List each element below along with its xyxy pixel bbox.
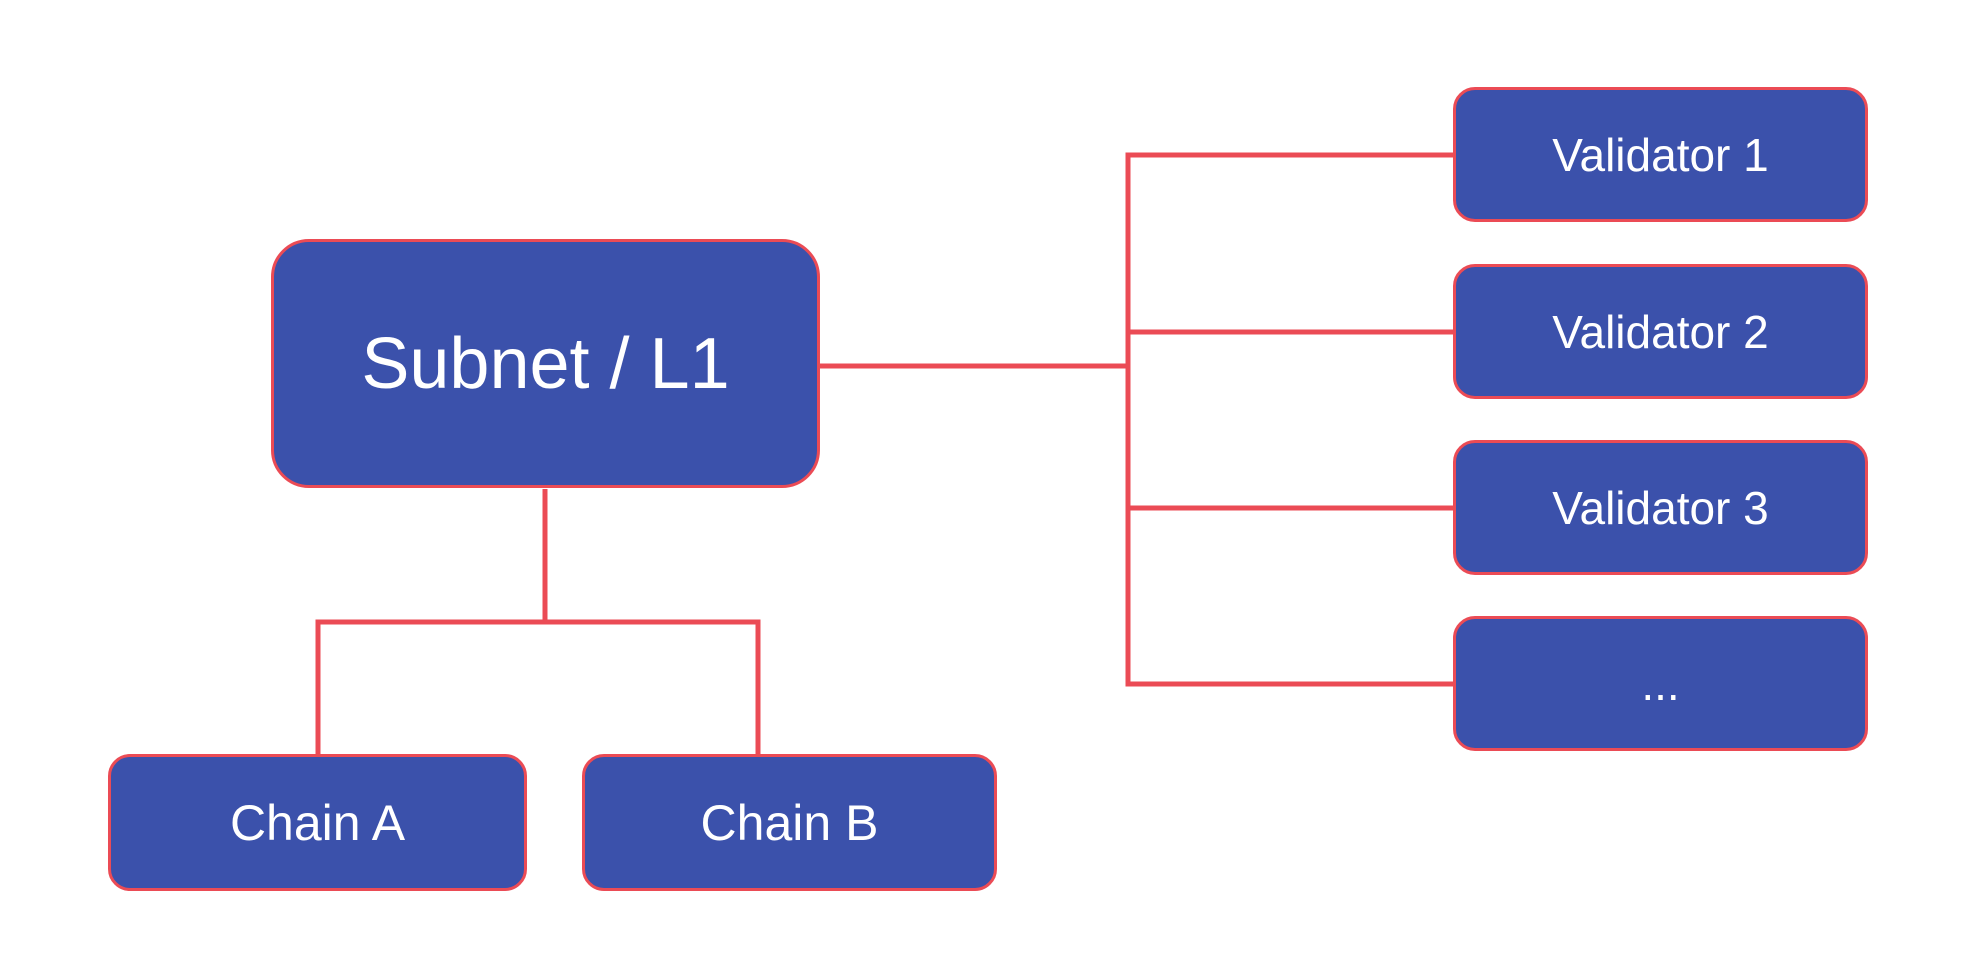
node-subnet-l1-label: Subnet / L1: [361, 323, 730, 404]
node-validator-3-label: Validator 3: [1552, 481, 1769, 534]
node-validator-2-label: Validator 2: [1552, 305, 1769, 358]
node-subnet-l1: Subnet / L1: [271, 239, 820, 488]
node-validator-1-label: Validator 1: [1552, 128, 1769, 181]
node-chain-a: Chain A: [108, 754, 527, 891]
node-validator-1: Validator 1: [1453, 87, 1868, 222]
node-chain-a-label: Chain A: [229, 794, 406, 851]
edge-rail-chains: [315, 619, 761, 756]
node-validator-more: ...: [1453, 616, 1868, 751]
node-chain-b: Chain B: [582, 754, 997, 891]
node-chain-b-label: Chain B: [700, 794, 879, 851]
node-validator-2: Validator 2: [1453, 264, 1868, 399]
node-validator-3: Validator 3: [1453, 440, 1868, 575]
edge-trunk-validators: [1125, 152, 1455, 687]
node-validator-more-label: ...: [1641, 657, 1680, 710]
